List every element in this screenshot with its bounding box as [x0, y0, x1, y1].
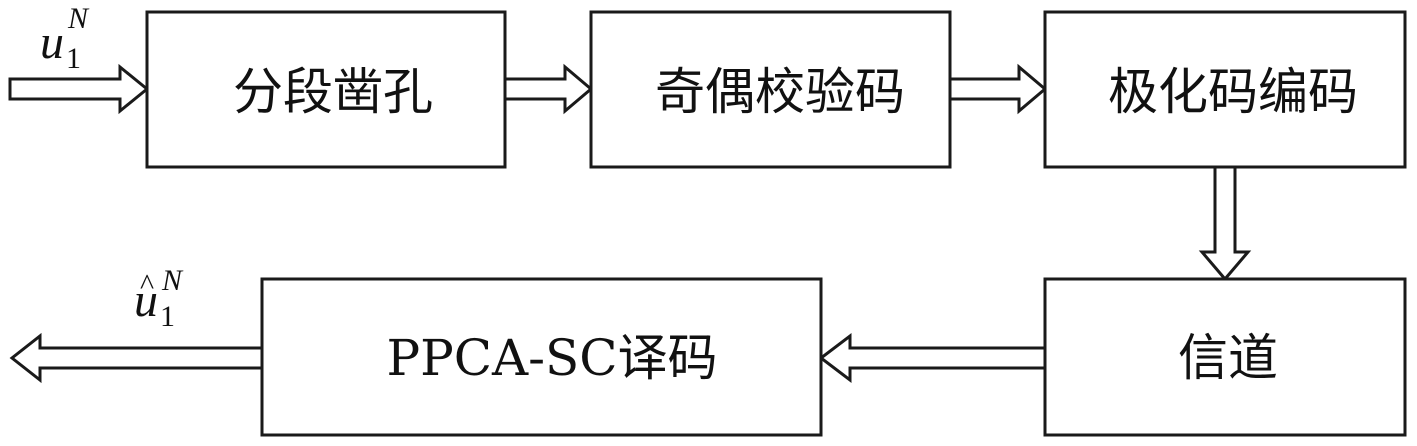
- block-polar-encoding: 极化码编码: [1043, 10, 1407, 169]
- arrow-parity-to-polar: [948, 63, 1048, 115]
- input-arrow: [8, 63, 150, 115]
- arrow-polar-to-channel: [1198, 165, 1252, 282]
- input-signal-subscript: 1: [66, 42, 81, 75]
- output-signal-subscript: 1: [160, 300, 175, 333]
- input-signal-label: u 1 N: [40, 2, 90, 75]
- block-polar-encoding-box: [1043, 10, 1407, 169]
- output-signal-base: u: [134, 274, 158, 327]
- block-segment-puncture-box: [145, 10, 507, 169]
- arrow-puncture-to-parity: [503, 63, 594, 115]
- block-segment-puncture-label: 分段凿孔: [233, 63, 433, 121]
- block-polar-encoding-label: 极化码编码: [1108, 63, 1358, 121]
- block-parity-check-label: 奇偶校验码: [655, 63, 905, 121]
- output-arrow: [9, 332, 264, 384]
- block-ppca-sc-decoding: PPCA-SC译码: [260, 277, 823, 437]
- output-signal-label: u ^ 1 N: [134, 264, 184, 333]
- output-signal-superscript: N: [161, 264, 184, 297]
- block-parity-check-box: [589, 10, 952, 169]
- block-channel: 信道: [1043, 277, 1407, 437]
- block-parity-check: 奇偶校验码: [589, 10, 952, 169]
- block-segment-puncture: 分段凿孔: [145, 10, 507, 169]
- block-ppca-sc-decoding-label: PPCA-SC译码: [386, 329, 717, 387]
- input-signal-superscript: N: [67, 2, 90, 35]
- input-signal-base: u: [40, 16, 64, 69]
- output-signal-hat: ^: [140, 268, 154, 301]
- arrow-channel-to-decoder: [818, 332, 1047, 384]
- block-channel-label: 信道: [1178, 329, 1278, 387]
